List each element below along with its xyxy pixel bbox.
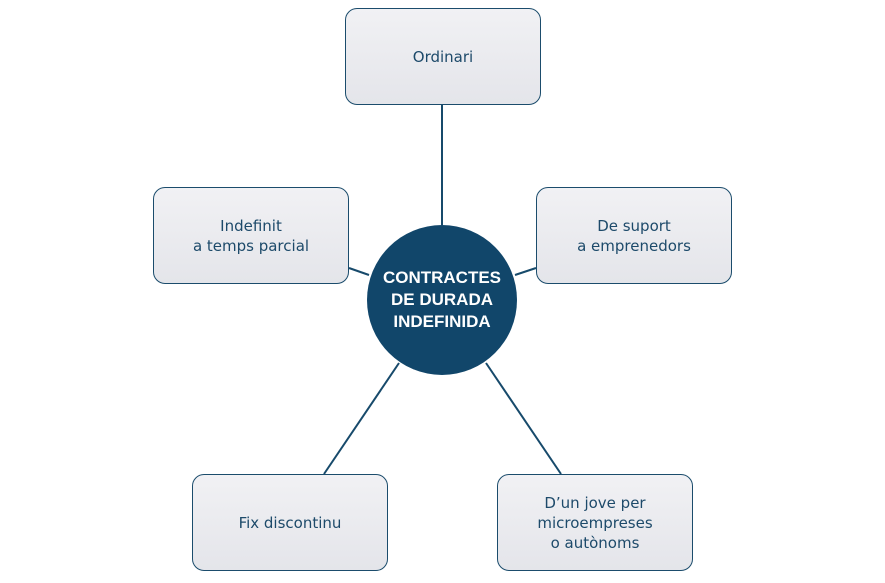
node-indefinit-temps-parcial: Indefinit a temps parcial xyxy=(153,187,349,284)
center-circle: CONTRACTES DE DURADA INDEFINIDA xyxy=(367,225,517,375)
node-jove-microempreses-label: D’un jove per microempreses o autònoms xyxy=(537,493,653,552)
node-fix-discontinu: Fix discontinu xyxy=(192,474,388,571)
node-fix-discontinu-label: Fix discontinu xyxy=(238,513,342,532)
node-ordinari-label: Ordinari xyxy=(412,47,474,66)
node-suport-emprenedors: De suport a emprenedors xyxy=(536,187,732,284)
connector-bottom-right xyxy=(485,362,562,475)
center-label: CONTRACTES DE DURADA INDEFINIDA xyxy=(382,268,502,331)
node-jove-microempreses: D’un jove per microempreses o autònoms xyxy=(497,474,693,571)
node-ordinari: Ordinari xyxy=(345,8,541,105)
connector-right xyxy=(514,267,537,276)
connector-left xyxy=(348,267,370,276)
connector-bottom-left xyxy=(323,362,400,475)
node-suport-emprenedors-label: De suport a emprenedors xyxy=(577,216,691,255)
node-indefinit-temps-parcial-label: Indefinit a temps parcial xyxy=(192,216,310,255)
